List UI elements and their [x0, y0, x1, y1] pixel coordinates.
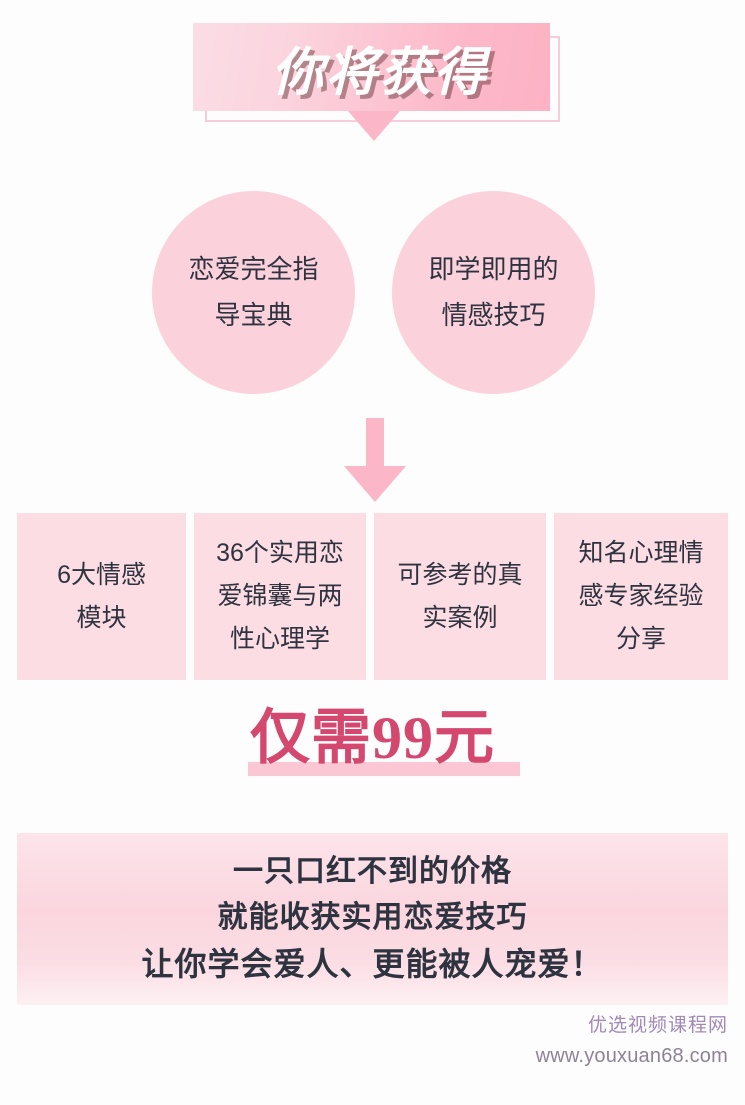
watermark-url: www.youxuan68.com — [535, 1044, 728, 1067]
feature-box-2-line1: 36个实用恋 — [216, 539, 344, 567]
watermark-site-name: 优选视频课程网 — [587, 1015, 728, 1036]
feature-box-4-line3: 分享 — [616, 625, 667, 653]
price-block: 仅需99元 — [0, 700, 745, 785]
feature-box-3-line2: 实案例 — [422, 603, 498, 632]
benefit-circle-2: 即学即用的 情感技巧 — [392, 191, 595, 394]
feature-box-1-line1: 6大情感 — [57, 560, 146, 589]
feature-box-2-line3: 性心理学 — [230, 625, 331, 653]
bottom-banner-line-3: 让你学会爱人、更能被人宠爱！ — [141, 946, 604, 983]
feature-box: 可参考的真 实案例 — [374, 513, 547, 680]
benefit-circle-1-line1: 恋爱完全指 — [188, 254, 319, 284]
price-text: 仅需99元 — [250, 705, 495, 771]
header-banner: 你将获得 — [193, 23, 560, 122]
page-title: 你将获得 — [271, 43, 488, 102]
feature-box-4-line2: 感专家经验 — [578, 582, 704, 610]
price-highlight-bar — [248, 762, 520, 776]
benefit-circle-1-line2: 导宝典 — [214, 299, 293, 330]
bottom-banner-line-1: 一只口红不到的价格 — [233, 855, 512, 889]
triangle-down-icon — [348, 111, 400, 141]
arrow-down-icon — [344, 418, 406, 502]
benefit-circle-1: 恋爱完全指 导宝典 — [152, 191, 355, 394]
feature-box: 36个实用恋 爱锦囊与两 性心理学 — [194, 513, 367, 680]
bottom-banner-line-2: 就能收获实用恋爱技巧 — [217, 900, 528, 934]
benefit-circle-2-line1: 即学即用的 — [428, 254, 559, 284]
feature-box: 6大情感 模块 — [17, 513, 187, 680]
header-plate — [193, 23, 550, 111]
feature-box-3-line1: 可参考的真 — [397, 560, 523, 589]
feature-box-2-line2: 爱锦囊与两 — [217, 582, 343, 610]
bottom-banner: 一只口红不到的价格 就能收获实用恋爱技巧 让你学会爱人、更能被人宠爱！ — [17, 833, 728, 1005]
watermark: 优选视频课程网 www.youxuan68.com — [536, 1012, 728, 1071]
feature-box-row: 6大情感 模块 36个实用恋 爱锦囊与两 性心理学 可参考的真 实案例 知名心理… — [17, 513, 728, 680]
benefit-circle-2-line2: 情感技巧 — [441, 299, 546, 330]
feature-box-4-line1: 知名心理情 — [578, 539, 704, 567]
feature-box: 知名心理情 感专家经验 分享 — [554, 513, 728, 680]
feature-box-1-line2: 模块 — [76, 603, 127, 632]
